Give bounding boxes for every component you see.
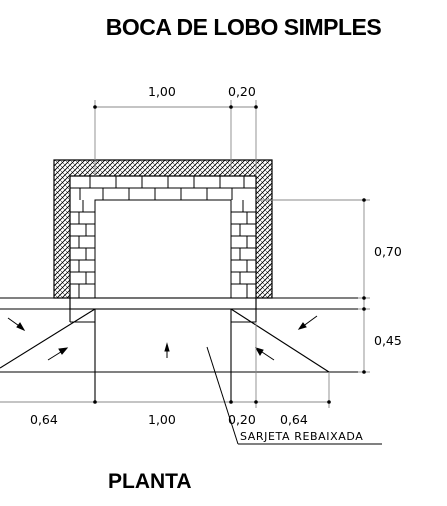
flow-arrow-left-upper [7, 317, 26, 332]
annotation-text: SARJETA REBAIXADA [240, 430, 363, 443]
flow-arrow-right-lower [254, 347, 275, 361]
flow-arrow-right-upper [297, 315, 318, 330]
dim-bottom-left: 0,64 [30, 412, 58, 427]
flow-arrow-center [164, 342, 170, 358]
dimension-ticks [93, 105, 366, 404]
view-label: PLANTA [108, 470, 192, 493]
curb-lines [0, 297, 358, 323]
dim-right-height: 0,70 [374, 244, 402, 259]
gutter-outline [0, 308, 358, 402]
dim-bottom-right: 0,64 [280, 412, 308, 427]
dim-bottom-width: 1,00 [148, 412, 176, 427]
dim-top-wall: 0,20 [228, 84, 256, 99]
dim-right-gutter: 0,45 [374, 333, 402, 348]
drawing-title: BOCA DE LOBO SIMPLES [105, 14, 382, 40]
flow-arrows [7, 315, 318, 361]
brick-wall [69, 175, 257, 299]
dim-top-width: 1,00 [148, 84, 176, 99]
annotation-leader [206, 346, 382, 445]
flow-arrow-left-lower [47, 347, 69, 361]
dim-bottom-wall: 0,20 [228, 412, 256, 427]
